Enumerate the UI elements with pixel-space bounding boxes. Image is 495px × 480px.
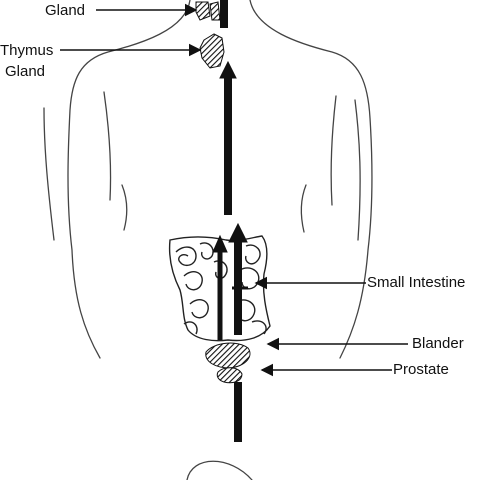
prostate-label: Prostate — [393, 361, 449, 378]
gland-shape — [195, 1, 221, 21]
lower-long-arrow-head — [228, 222, 248, 243]
thymus-label-line1: Thymus — [0, 42, 54, 59]
thymus-label-line2: Gland — [5, 63, 46, 80]
upper-arrow-head — [219, 60, 237, 79]
pointer-lines — [60, 3, 408, 377]
left-thin-arrow-head — [212, 234, 228, 253]
small-intestine-label: Small Intestine — [367, 274, 466, 291]
gland-label: Gland — [45, 2, 86, 19]
bladder-shape — [205, 342, 251, 369]
thymus-gland-shape — [199, 33, 225, 69]
central-flow-arrows — [212, 0, 248, 442]
prostate-shape — [216, 367, 243, 384]
bladder-label: Blander — [412, 335, 464, 352]
torso-outline — [43, 0, 373, 480]
